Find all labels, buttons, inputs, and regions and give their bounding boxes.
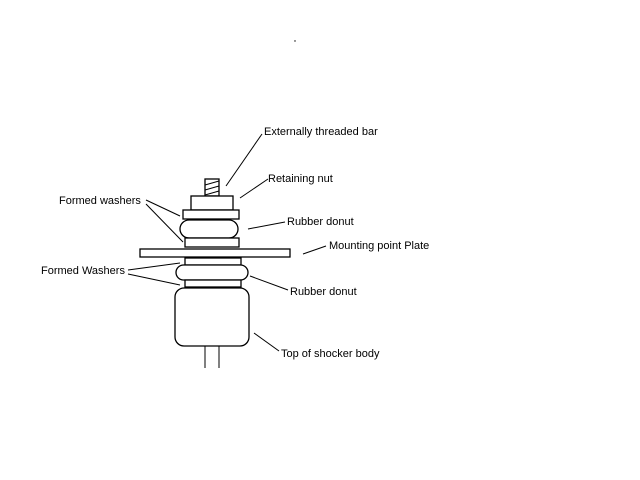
leader-rubber-donut-upper bbox=[247, 221, 286, 230]
lower-rubber-donut bbox=[175, 264, 249, 281]
leader-formed-washers-upper-a bbox=[145, 199, 181, 217]
label-rubber-donut-upper: Rubber donut bbox=[287, 216, 354, 228]
label-threaded-bar: Externally threaded bar bbox=[264, 126, 378, 138]
label-rubber-donut-lower: Rubber donut bbox=[290, 286, 357, 298]
leader-retaining-nut bbox=[239, 178, 269, 199]
label-retaining-nut: Retaining nut bbox=[268, 173, 333, 185]
upper-formed-washer-bottom bbox=[184, 237, 240, 248]
stray-dot bbox=[294, 40, 296, 42]
label-formed-washers-upper: Formed washers bbox=[59, 195, 141, 207]
leader-formed-washers-upper-b bbox=[145, 203, 184, 243]
upper-rubber-donut bbox=[179, 219, 239, 239]
threaded-bar bbox=[204, 178, 220, 197]
leader-mounting-plate bbox=[302, 245, 327, 255]
mounting-point-plate bbox=[139, 248, 291, 258]
lower-formed-washer-top bbox=[184, 257, 242, 266]
leader-shocker-body bbox=[253, 332, 280, 352]
retaining-nut bbox=[190, 195, 234, 211]
shocker-body bbox=[174, 287, 250, 347]
label-mounting-plate: Mounting point Plate bbox=[329, 240, 429, 252]
upper-formed-washer-top bbox=[182, 209, 240, 220]
lower-formed-washer-bottom bbox=[184, 279, 242, 288]
leader-formed-washers-lower-b bbox=[127, 273, 181, 286]
leader-rubber-donut-lower bbox=[249, 275, 289, 291]
leader-threaded-bar bbox=[225, 133, 263, 187]
leader-formed-washers-lower-a bbox=[127, 262, 181, 271]
label-shocker-body: Top of shocker body bbox=[281, 348, 380, 360]
label-formed-washers-lower: Formed Washers bbox=[41, 265, 125, 277]
